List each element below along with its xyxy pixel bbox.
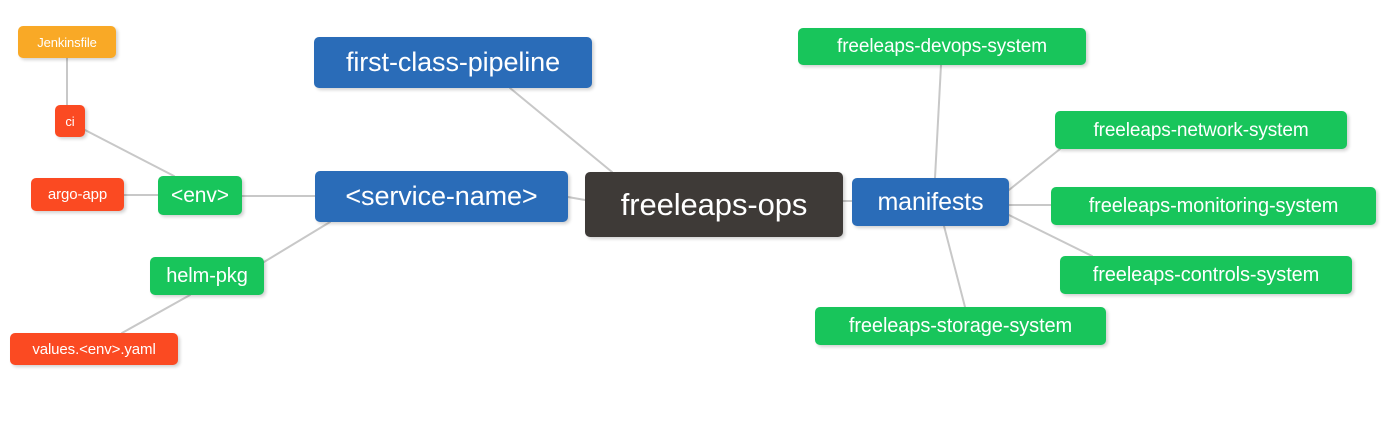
edge-manifests-to-freeleaps-devops-system [934, 64, 942, 179]
node-label-freeleaps-network-system: freeleaps-network-system [1093, 119, 1309, 141]
edge-service-name-to-freeleaps-ops [567, 196, 586, 201]
node-label-ci: ci [65, 113, 75, 129]
node-env[interactable]: <env> [158, 176, 242, 215]
edge-first-class-pipeline-to-freeleaps-ops [509, 87, 613, 173]
node-label-argo-app: argo-app [47, 186, 108, 203]
node-first-class-pipeline[interactable]: first-class-pipeline [314, 37, 592, 88]
edge-ci-to-env [84, 129, 175, 177]
node-freeleaps-devops-system[interactable]: freeleaps-devops-system [798, 28, 1086, 65]
edge-manifests-to-freeleaps-storage-system [943, 225, 966, 308]
node-label-env: <env> [171, 184, 229, 207]
edge-manifests-to-freeleaps-network-system [1008, 148, 1061, 191]
node-values-yaml[interactable]: values.<env>.yaml [10, 333, 178, 365]
node-label-jenkinsfile: Jenkinsfile [37, 34, 97, 50]
node-label-freeleaps-storage-system: freeleaps-storage-system [848, 315, 1073, 337]
node-jenkinsfile[interactable]: Jenkinsfile [18, 26, 116, 58]
node-freeleaps-storage-system[interactable]: freeleaps-storage-system [815, 307, 1106, 345]
node-helm-pkg[interactable]: helm-pkg [150, 257, 264, 295]
node-label-first-class-pipeline: first-class-pipeline [345, 47, 561, 77]
node-label-freeleaps-ops: freeleaps-ops [620, 187, 808, 222]
node-label-freeleaps-devops-system: freeleaps-devops-system [837, 36, 1047, 57]
node-service-name[interactable]: <service-name> [315, 171, 568, 222]
node-label-service-name: <service-name> [345, 181, 538, 211]
node-label-manifests: manifests [877, 187, 984, 216]
node-freeleaps-ops[interactable]: freeleaps-ops [585, 172, 843, 237]
node-label-freeleaps-controls-system: freeleaps-controls-system [1092, 264, 1320, 286]
node-freeleaps-monitoring-system[interactable]: freeleaps-monitoring-system [1051, 187, 1376, 225]
node-freeleaps-controls-system[interactable]: freeleaps-controls-system [1060, 256, 1352, 294]
node-freeleaps-network-system[interactable]: freeleaps-network-system [1055, 111, 1347, 149]
node-label-freeleaps-monitoring-system: freeleaps-monitoring-system [1088, 195, 1339, 217]
node-label-values-yaml: values.<env>.yaml [32, 340, 156, 358]
node-label-helm-pkg: helm-pkg [166, 265, 248, 287]
edge-service-name-to-helm-pkg [263, 221, 331, 263]
node-ci[interactable]: ci [55, 105, 85, 137]
node-argo-app[interactable]: argo-app [31, 178, 124, 211]
edge-helm-pkg-to-values-yaml [121, 294, 191, 334]
node-manifests[interactable]: manifests [852, 178, 1009, 226]
